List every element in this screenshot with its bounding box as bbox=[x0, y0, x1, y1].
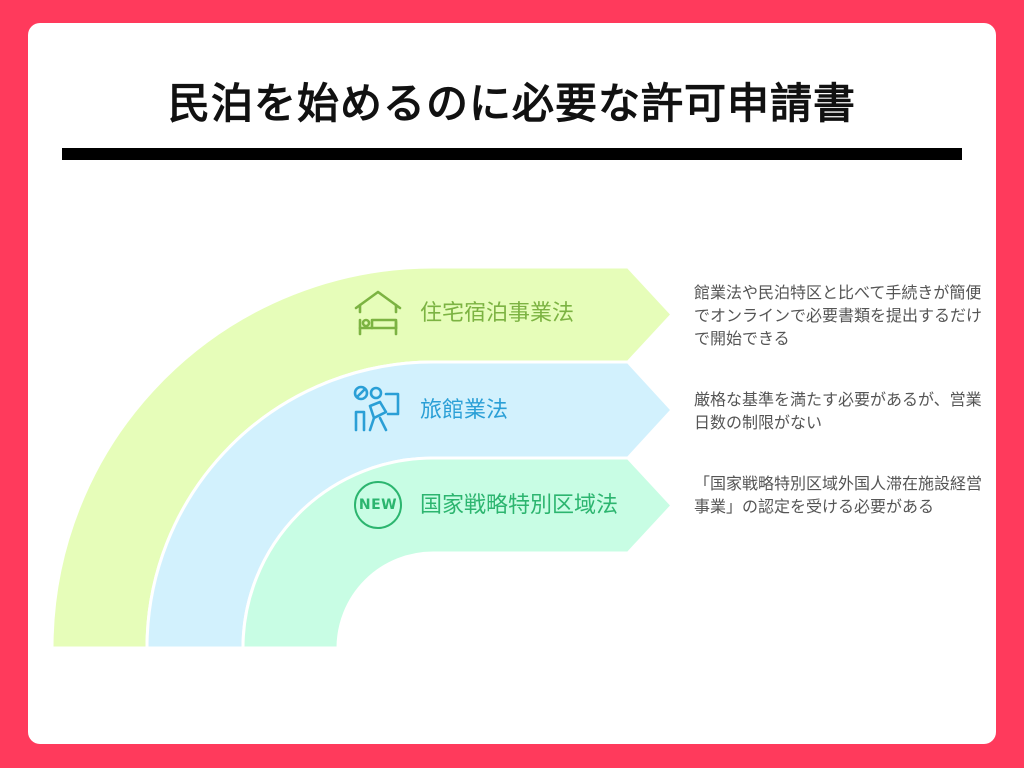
page-title: 民泊を始めるのに必要な許可申請書 bbox=[167, 79, 856, 128]
new-badge-text: NEW bbox=[358, 497, 398, 513]
band-3-label: 国家戦略特別区域法 bbox=[420, 493, 619, 518]
house-bed-icon bbox=[354, 290, 402, 336]
band-2-description: 厳格な基準を満たす必要があるが、営業日数の制限がない bbox=[694, 390, 982, 432]
title-underline bbox=[62, 148, 962, 160]
band-2-label: 旅館業法 bbox=[420, 398, 509, 423]
person-desk-prohibited-icon bbox=[353, 385, 400, 432]
band-3-shape bbox=[241, 456, 675, 650]
band-1-label: 住宅宿泊事業法 bbox=[420, 301, 575, 326]
new-badge-icon: NEW bbox=[354, 481, 402, 529]
band-3-description: 「国家戦略特別区域外国人滞在施設経営事業」の認定を受ける必要がある bbox=[694, 474, 983, 516]
band-1-description: 館業法や民泊特区と比べて手続きが簡便でオンラインで必要書類を提出するだけで開始で… bbox=[694, 283, 983, 348]
